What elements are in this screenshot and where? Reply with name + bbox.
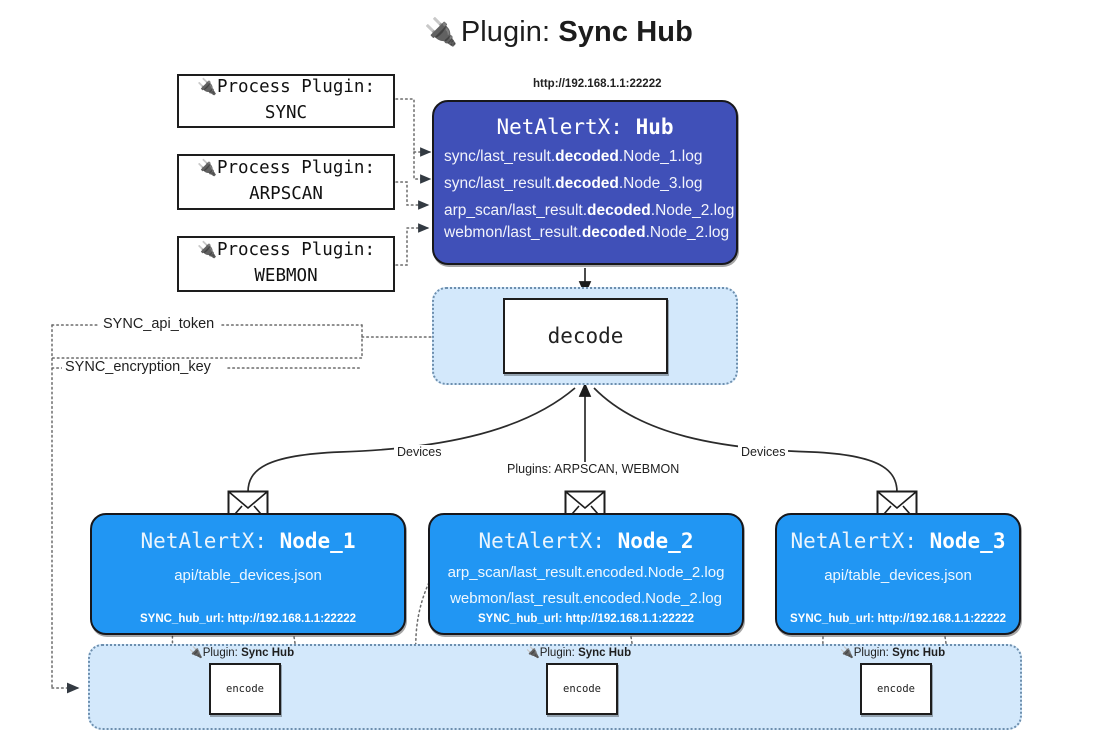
plug-icon: 🔌 — [197, 240, 217, 260]
node-hub-url: SYNC_hub_url: http://192.168.1.1:22222 — [477, 613, 695, 625]
process-plugin-name: ARPSCAN — [249, 184, 323, 204]
secret-label-encryption-key: SYNC_encryption_key — [62, 359, 214, 375]
process-plugin-sync[interactable]: 🔌Process Plugin: SYNC — [177, 74, 395, 128]
edge-arpscan-plugin — [395, 181, 430, 210]
process-plugin-label: Process Plugin: — [216, 158, 375, 179]
hub-title: NetAlertX: Hub — [496, 115, 674, 139]
node-title: NetAlertX: Node_1 — [140, 529, 356, 553]
encoder-plugin-label-2: 🔌Plugin: Sync Hub — [526, 647, 632, 659]
edge-label-devices-right: Devices — [738, 445, 789, 459]
process-plugin-name: WEBMON — [254, 266, 318, 286]
encode-label: encode — [563, 683, 601, 695]
edge-node1-to-decode — [247, 387, 576, 493]
hub-log-line: sync/last_result.decoded.Node_1.log — [444, 148, 703, 165]
encode-label: encode — [877, 683, 915, 695]
edge-webmon-plugin — [395, 223, 430, 266]
node-title: NetAlertX: Node_3 — [790, 529, 1006, 553]
page-title: 🔌Plugin: Sync Hub — [0, 16, 1117, 49]
decode-label: decode — [547, 324, 624, 348]
node-box-1[interactable]: NetAlertX: Node_1 api/table_devices.json… — [90, 513, 406, 635]
node-hub-url: SYNC_hub_url: http://192.168.1.1:22222 — [789, 613, 1007, 625]
plug-icon: 🔌 — [424, 17, 458, 47]
encode-box-1[interactable]: encode — [209, 663, 281, 715]
process-plugin-label: Process Plugin: — [216, 77, 375, 98]
encode-box-2[interactable]: encode — [546, 663, 618, 715]
hub-log-line: sync/last_result.decoded.Node_3.log — [444, 175, 703, 192]
process-plugin-label: Process Plugin: — [216, 240, 375, 261]
secret-label-api-token: SYNC_api_token — [100, 316, 218, 332]
page-title-name: Sync Hub — [558, 16, 693, 48]
node-hub-url: SYNC_hub_url: http://192.168.1.1:22222 — [139, 613, 357, 625]
hub-log-line: arp_scan/last_result.decoded.Node_2.log — [444, 202, 735, 219]
plug-icon: 🔌 — [526, 647, 540, 659]
process-plugin-name: SYNC — [264, 103, 308, 123]
edge-node3-to-decode — [593, 387, 898, 493]
process-plugin-arpscan[interactable]: 🔌Process Plugin: ARPSCAN — [177, 154, 395, 210]
node-title: NetAlertX: Node_2 — [478, 529, 694, 553]
process-plugin-webmon[interactable]: 🔌Process Plugin: WEBMON — [177, 236, 395, 292]
hub-url: http://192.168.1.1:22222 — [533, 78, 662, 90]
hub-node[interactable]: NetAlertX: Hub sync/last_result.decoded.… — [432, 100, 738, 265]
plug-icon: 🔌 — [840, 647, 854, 659]
plug-icon: 🔌 — [197, 158, 217, 178]
node-line: webmon/last_result.encoded.Node_2.log — [450, 590, 722, 607]
edge-label-plugins-mid: Plugins: ARPSCAN, WEBMON — [504, 462, 683, 476]
node-line: arp_scan/last_result.encoded.Node_2.log — [447, 564, 725, 581]
encoder-plugin-label-1: 🔌Plugin: Sync Hub — [189, 647, 295, 659]
encode-label: encode — [226, 683, 264, 695]
decode-box[interactable]: decode — [503, 298, 668, 374]
node-line: api/table_devices.json — [174, 567, 322, 584]
plug-icon: 🔌 — [189, 647, 203, 659]
edge-label-devices-left: Devices — [394, 445, 445, 459]
hub-log-line: webmon/last_result.decoded.Node_2.log — [444, 224, 730, 241]
page-title-prefix: Plugin: — [460, 16, 559, 48]
node-box-3[interactable]: NetAlertX: Node_3 api/table_devices.json… — [775, 513, 1021, 635]
edge-sync-arrow-2 — [413, 151, 432, 184]
node-line: api/table_devices.json — [824, 567, 972, 584]
node-box-2[interactable]: NetAlertX: Node_2 arp_scan/last_result.e… — [428, 513, 744, 635]
encoder-plugin-label-3: 🔌Plugin: Sync Hub — [840, 647, 946, 659]
encode-box-3[interactable]: encode — [860, 663, 932, 715]
plug-icon: 🔌 — [197, 77, 217, 97]
edge-sync-plugin-1 — [395, 98, 415, 153]
